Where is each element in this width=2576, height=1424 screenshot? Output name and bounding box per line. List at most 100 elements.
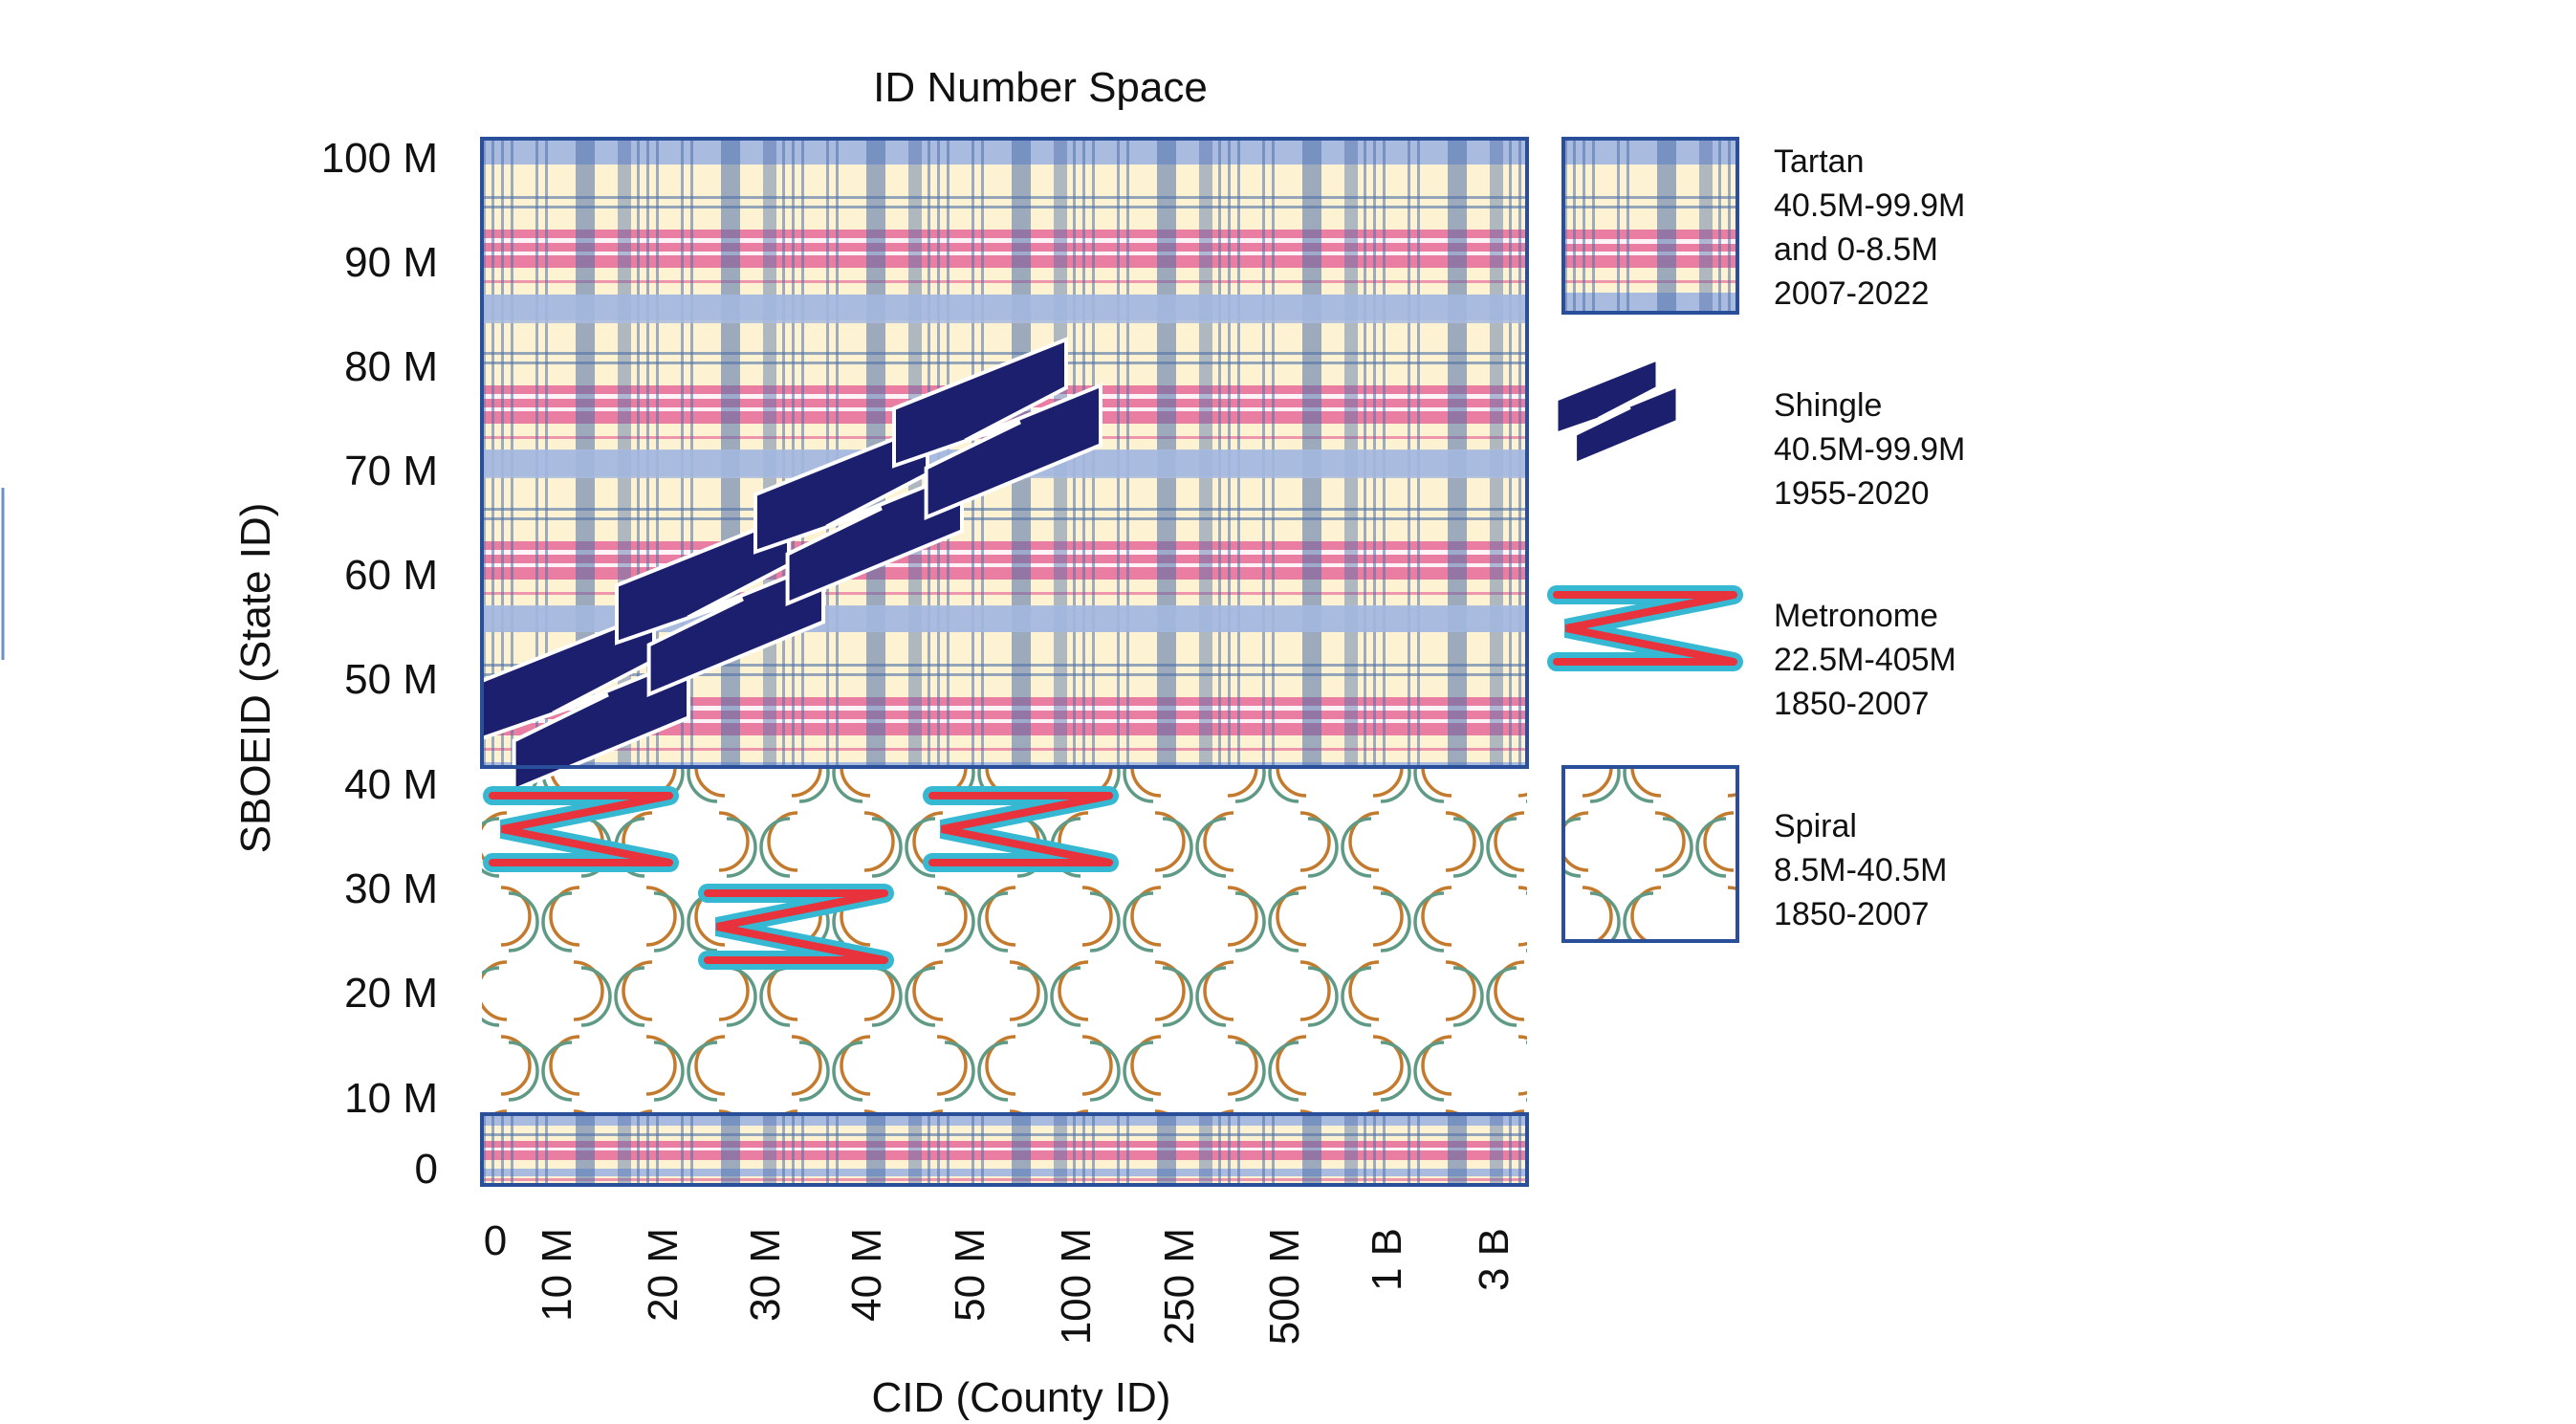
tartan-vertical-stripe [908,1114,922,1185]
tartan-vertical-stripe [1657,139,1676,313]
spiral-arc [1421,1035,1452,1096]
tartan-vertical-stripe [826,1114,829,1185]
tartan-vertical-stripe [866,1114,885,1185]
spiral-arc [694,767,726,798]
spiral-arc [1589,767,1621,803]
y-tick-label: 60 M [344,552,438,599]
spiral-arc [1380,1041,1411,1102]
spiral-arc [1525,1041,1527,1102]
x-tick-label: 30 M [742,1228,789,1322]
spiral-arc [1486,966,1517,1027]
spiral-arc [1770,744,1799,801]
spiral-arc [541,1041,573,1102]
spiral-arc [1552,968,1581,1025]
tartan-band [1563,293,1737,313]
spiral-arc [1736,1042,1764,1100]
tartan-region-bottom [482,1114,1701,1185]
spiral-arc [1421,767,1452,798]
spiral-arc [912,960,944,1021]
spiral-arc [1770,1042,1799,1100]
spiral-arc [541,891,573,953]
spiral-arc [1123,891,1154,953]
x-tick-label: 20 M [640,1228,687,1322]
spiral-arc [832,1041,863,1102]
tartan-vertical-stripe [1237,1114,1240,1185]
spiral-arc [1808,968,1837,1025]
tartan-vertical-stripe [1698,1114,1701,1185]
spiral-arc [1494,960,1525,1021]
spiral-arc [1591,1111,1620,1169]
tartan-thin-line [482,592,1527,595]
tartan-vertical-stripe [801,1114,804,1185]
spiral-arc [696,1186,725,1243]
tartan-vertical-stripe [1673,1114,1676,1185]
tartan-vertical-stripe [792,1114,795,1185]
tartan-thin-line [1563,280,1737,283]
spiral-arc [1654,811,1686,872]
tartan-vertical-stripe [511,1114,513,1185]
tartan-vertical-stripe [1699,139,1713,313]
spiral-arc [1380,767,1411,803]
spiral-arc [1445,811,1476,872]
spiral-arc [1582,886,1613,941]
x-tick-label: 100 M [1053,1228,1100,1345]
tartan-band [482,1114,1527,1126]
y-axis-label: SBOEID (State ID) [232,503,279,854]
y-tick-label: 90 M [344,239,438,286]
tartan-vertical-stripe [947,1114,950,1185]
legend-label-spiral: 1850-2007 [1774,896,1930,932]
legend-label-tartan: and 0-8.5M [1774,231,1938,268]
legend-label-tartan: 40.5M-99.9M [1774,187,1965,224]
tartan-thin-line [482,563,1527,567]
spiral-arc [1195,817,1227,878]
spiral-arc [1423,1186,1452,1243]
spiral-arc [1203,960,1234,1021]
spiral-arc [580,966,612,1027]
spiral-arc [653,891,685,953]
tartan-vertical-stripe [763,1114,776,1185]
spiral-arc [1058,960,1089,1021]
tartan-vertical-stripe [1364,1114,1366,1185]
tartan-vertical-stripe [1490,1114,1503,1185]
spiral-arc [1234,1041,1266,1102]
spiral-arc [1563,811,1589,872]
tartan-vertical-stripe [1383,1114,1386,1185]
tartan-vertical-stripe [1054,1114,1067,1185]
spiral-arc [1203,811,1234,872]
spiral-arc [944,891,975,953]
spiral-arc [1728,1037,1757,1094]
tartan-vertical-stripe [1762,139,1765,313]
spiral-arc [482,960,508,1021]
y-tick-label: 70 M [344,448,438,494]
spiral-arc [1526,1192,1555,1249]
spiral-arc [645,886,677,947]
spiral-arc [1662,817,1693,878]
tartan-vertical-stripe [576,1114,595,1185]
spiral-arc [1591,962,1620,1019]
spiral-arc [1299,811,1331,872]
tartan-vertical-stripe [1373,1114,1376,1185]
tartan-vertical-stripe [1218,1114,1221,1185]
spiral-arc [1227,767,1258,798]
legend-swatch-tartan-frame [1561,137,1739,315]
spiral-arc [1130,886,1162,947]
spiral-arc [1494,811,1525,872]
x-tick-label: 250 M [1156,1228,1203,1345]
tartan-thin-line [1563,196,1737,199]
y-axis-ticks: 100 M90 M80 M70 M60 M50 M40 M30 M20 M10 … [321,135,438,1193]
spiral-arc [1268,767,1299,803]
tartan-vertical-stripe [721,1114,740,1185]
spiral-arc [871,966,903,1027]
tartan-thin-line [482,1178,1527,1181]
spiral-arc [985,886,1016,947]
spiral-arc [936,1035,968,1096]
spiral-arc [1268,891,1299,953]
tartan-vertical-stripe [491,1114,494,1185]
y-tick-label: 40 M [344,761,438,808]
spiral-arc [1081,886,1113,947]
tartan-vertical-stripe [1302,1114,1321,1185]
tartan-vertical-stripe [1635,1114,1648,1185]
tartan-thin-line [482,252,1527,255]
